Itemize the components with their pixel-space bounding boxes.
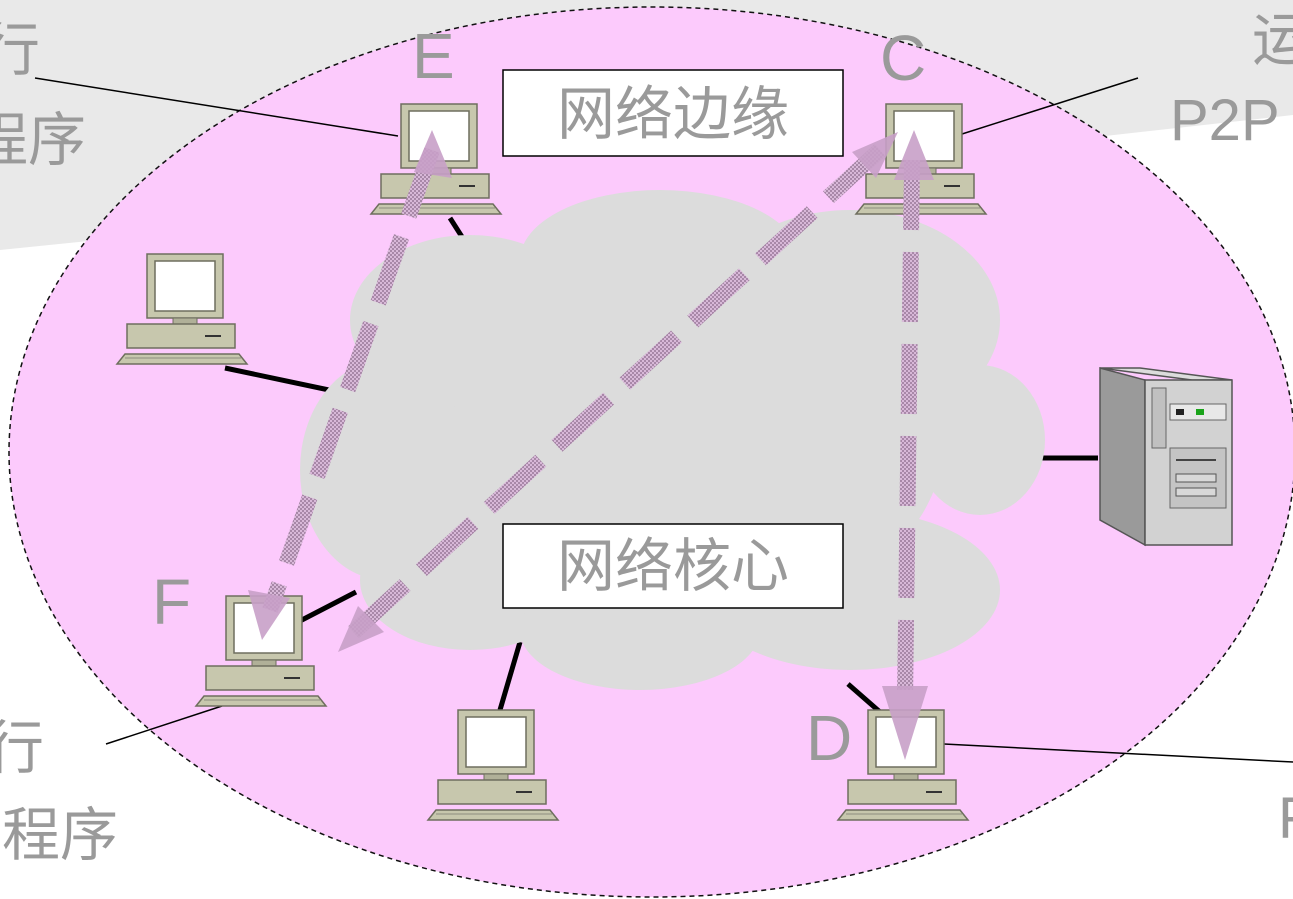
node-label-f: F — [152, 566, 191, 638]
network-edge-text: 网络边缘 — [557, 80, 789, 148]
node-label-d: D — [806, 702, 852, 774]
network-core-text: 网络核心 — [557, 532, 789, 600]
node-label-c: C — [880, 22, 926, 94]
server-icon — [1099, 367, 1233, 547]
p2p-flow-arrows — [248, 130, 934, 760]
bottom-right-text-1: F — [1278, 786, 1293, 851]
network-core-cloud — [300, 190, 1045, 690]
network-core-label: 网络核心 — [502, 523, 844, 609]
top-right-text-2: P2P — [1170, 88, 1280, 153]
top-left-text-2: 程序 — [0, 108, 86, 173]
bottom-left-text-2: 程序 — [2, 803, 118, 868]
network-edge-label: 网络边缘 — [502, 69, 844, 157]
node-label-e: E — [412, 20, 455, 92]
leader-lines — [34, 77, 1293, 763]
bottom-left-text-1: 行 — [0, 716, 44, 781]
top-left-text-1: 行 — [0, 18, 40, 83]
top-right-text-1: 运 — [1252, 8, 1293, 73]
